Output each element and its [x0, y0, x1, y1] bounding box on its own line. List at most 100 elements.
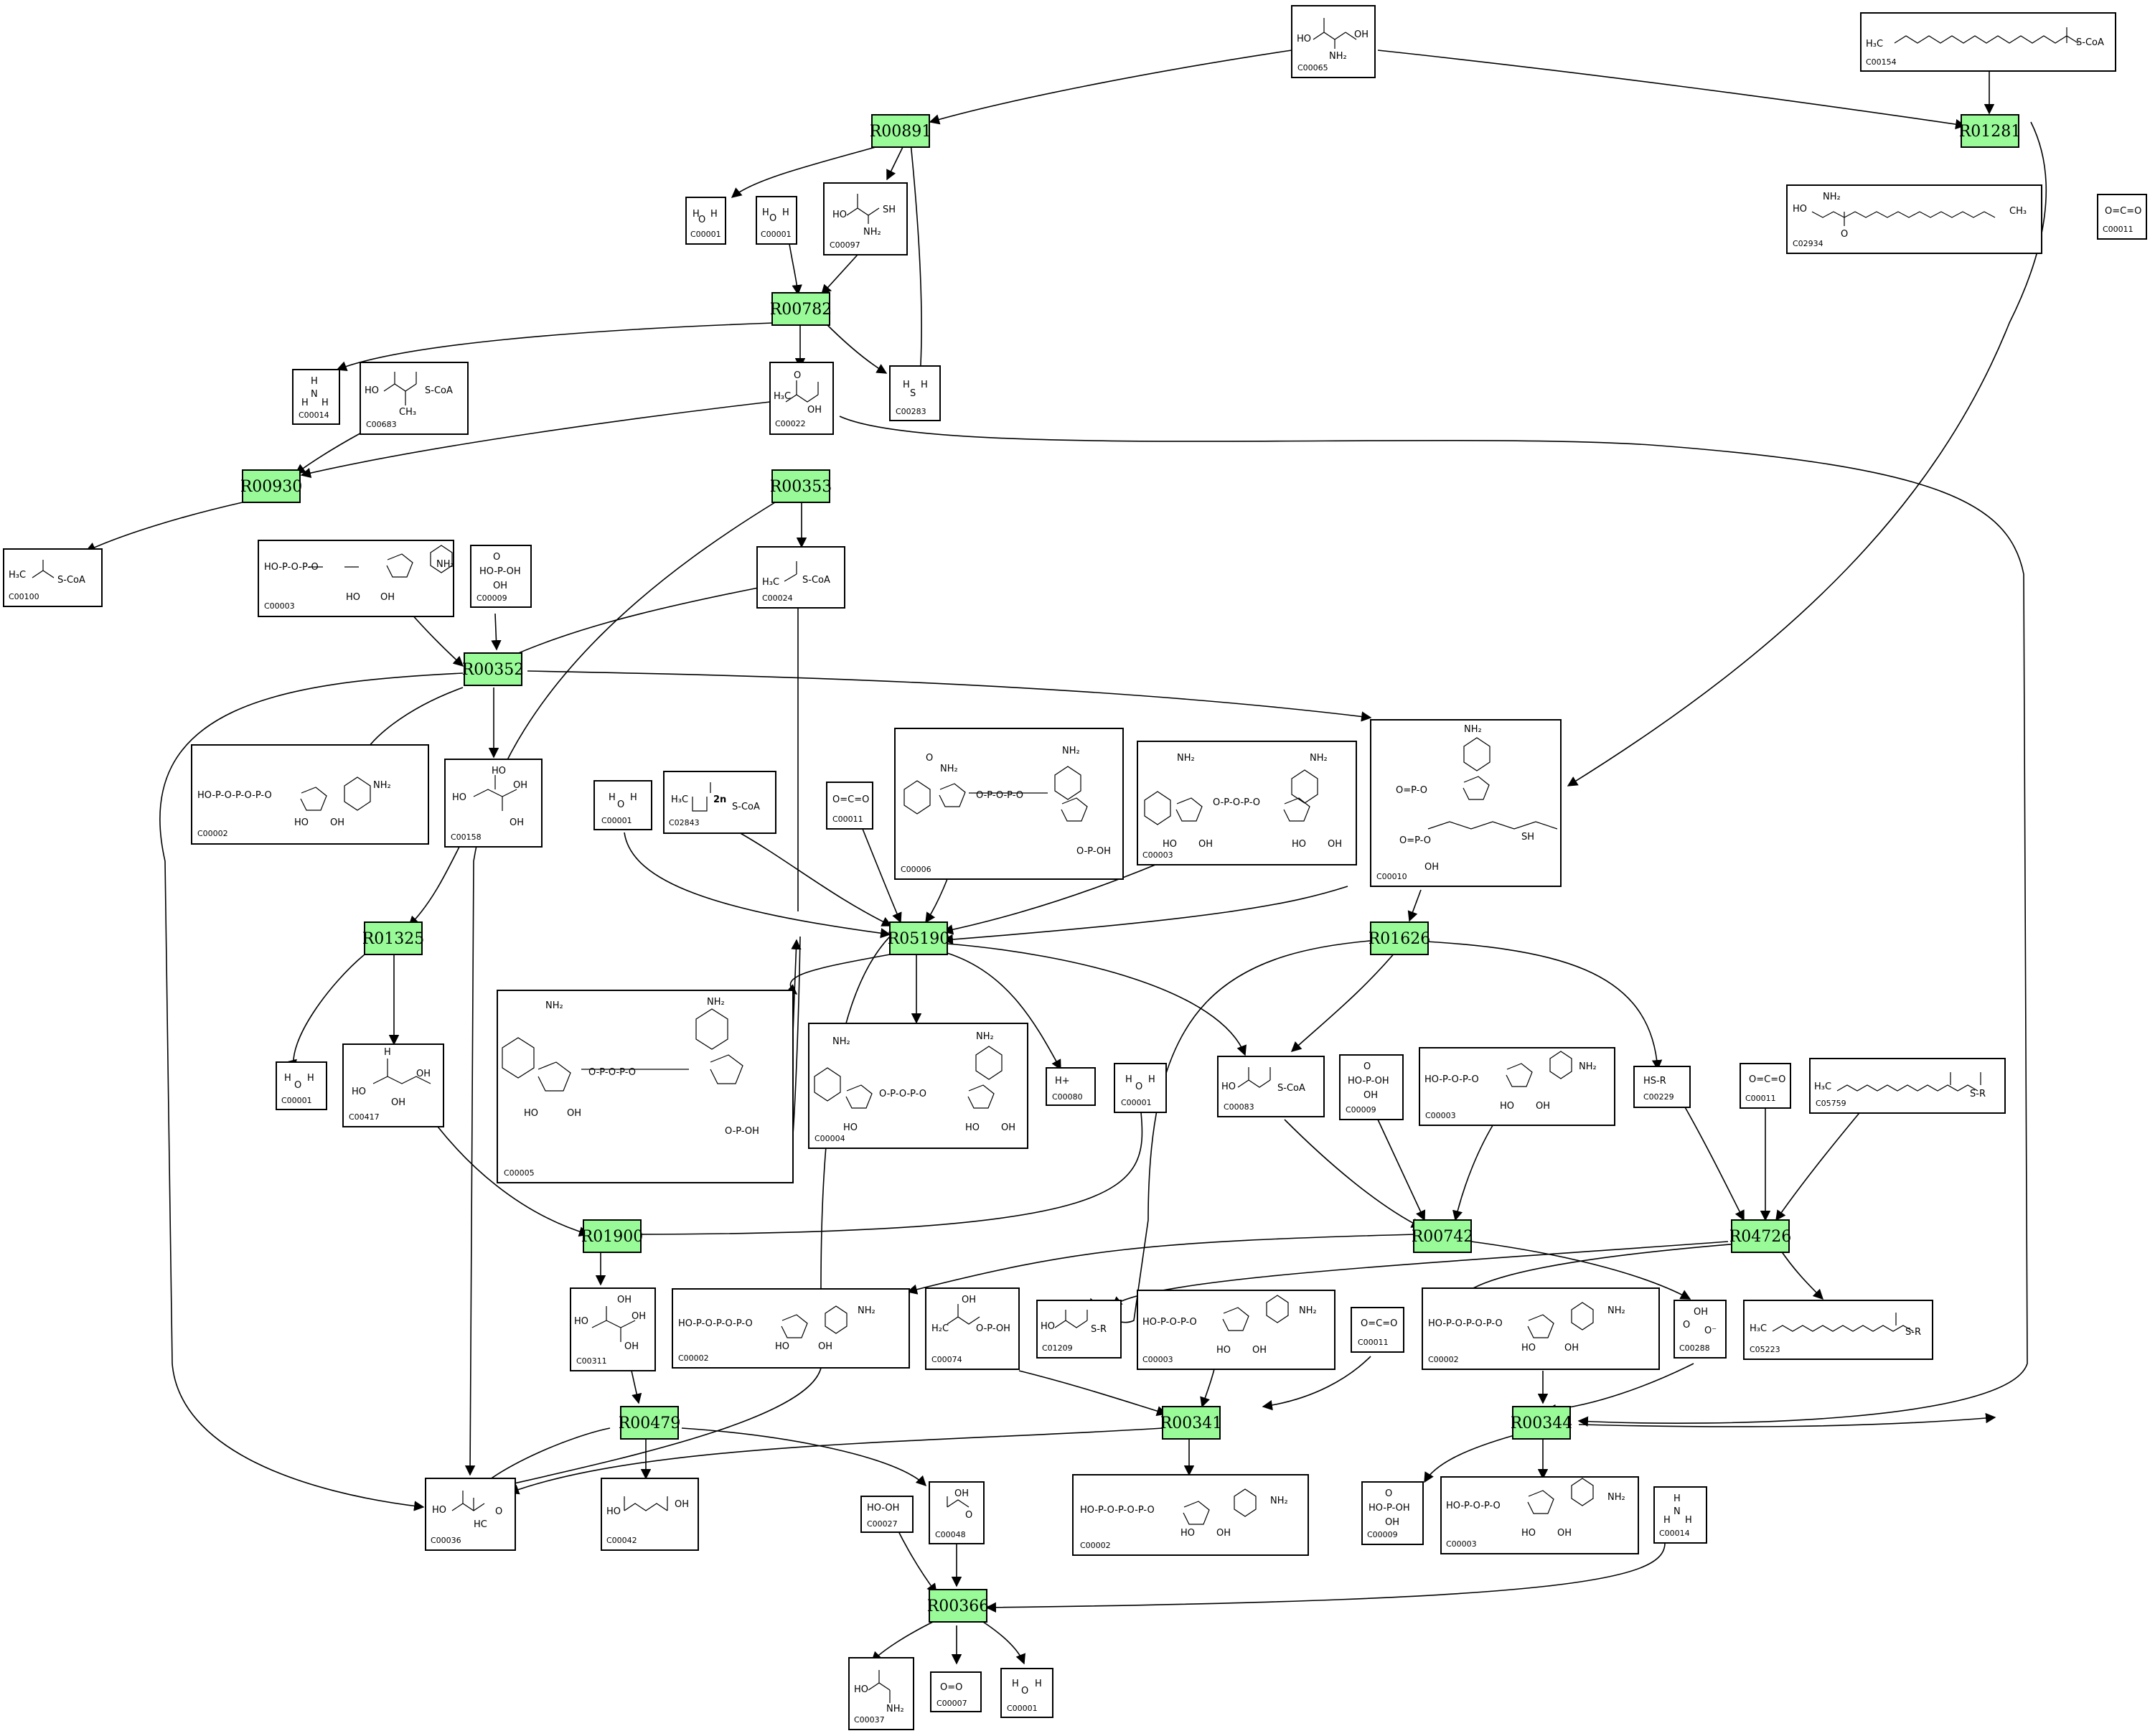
reaction-label: R00352 [462, 661, 525, 679]
svg-text:H: H [630, 792, 637, 803]
reaction-node[interactable]: R04726 [1729, 1219, 1792, 1253]
svg-text:O=P-O: O=P-O [1399, 835, 1431, 846]
compound-node[interactable]: HOH C00001 [1114, 1063, 1167, 1113]
reaction-node[interactable]: R05190 [888, 921, 950, 955]
structure-text: O=C=O [1361, 1318, 1397, 1329]
compound-node[interactable]: HOH C00001 [756, 196, 797, 245]
reaction-node[interactable]: R00479 [619, 1406, 681, 1440]
reaction-node[interactable]: R00366 [927, 1589, 990, 1623]
svg-text:OH: OH [1354, 29, 1369, 40]
compound-node[interactable]: O=C=O C00011 [1351, 1307, 1404, 1353]
reaction-node[interactable]: R00344 [1511, 1406, 1573, 1440]
svg-text:NH₂: NH₂ [1062, 746, 1080, 756]
compound-node[interactable]: HOH C00001 [1000, 1668, 1053, 1718]
reaction-node[interactable]: R00353 [770, 469, 832, 503]
compound-node[interactable]: HO-OH C00027 [860, 1496, 914, 1533]
reaction-node[interactable]: R00352 [462, 652, 525, 686]
compound-node[interactable]: HSH C00283 [889, 365, 941, 421]
svg-text:HO-P-O-P-O-P-O: HO-P-O-P-O-P-O [1428, 1318, 1503, 1329]
reaction-label: R00353 [770, 478, 832, 496]
svg-text:H: H [710, 209, 718, 220]
compound-node[interactable]: HOH C00001 [276, 1061, 327, 1110]
compound-id: C00001 [1007, 1704, 1038, 1713]
compound-node[interactable]: OHO C00048 [929, 1481, 985, 1544]
svg-text:O: O [294, 1080, 301, 1091]
compound-id: C00001 [601, 816, 632, 825]
compound-node[interactable]: O=C=O C00011 [2097, 194, 2147, 240]
reaction-node[interactable]: R00782 [770, 292, 832, 326]
svg-text:HO: HO [452, 792, 466, 803]
compound-node[interactable]: O=C=O C00011 [1740, 1063, 1791, 1109]
reaction-node[interactable]: R01325 [362, 921, 425, 955]
svg-text:HO: HO [843, 1122, 858, 1133]
compound-id: C00006 [901, 865, 931, 874]
reaction-node[interactable]: R00891 [870, 114, 932, 148]
structure-text: HO-P-OH [1369, 1503, 1410, 1514]
reaction-node[interactable]: R01626 [1369, 921, 1431, 955]
svg-text:HO: HO [1041, 1321, 1055, 1332]
reaction-node[interactable]: R00341 [1160, 1406, 1223, 1440]
reaction-node[interactable]: R00930 [240, 469, 303, 503]
svg-text:O=P-O: O=P-O [1396, 785, 1427, 796]
reaction-node[interactable]: R01281 [1959, 114, 2022, 148]
svg-text:HO: HO [294, 817, 309, 828]
reaction-node[interactable]: R01900 [581, 1219, 644, 1253]
svg-text:H: H [1685, 1515, 1692, 1526]
compound-id: C05759 [1816, 1099, 1846, 1108]
compound-id: C00009 [477, 593, 507, 603]
reaction-nodes: R00891 R01281 R00782 R00930 R00353 R0035… [240, 114, 2022, 1623]
compound-node[interactable]: O=C=O C00011 [826, 782, 873, 830]
compound-node[interactable]: HOH C00001 [593, 780, 652, 830]
svg-text:SH: SH [1521, 832, 1534, 843]
svg-text:N: N [1673, 1506, 1681, 1517]
compound-node[interactable]: HS-R C00229 [1633, 1066, 1691, 1108]
compound-node[interactable]: O=O C00007 [930, 1671, 982, 1712]
compound-node[interactable]: H+ C00080 [1046, 1067, 1096, 1106]
reaction-node[interactable]: R00742 [1412, 1219, 1474, 1253]
compound-node[interactable]: HOH C00001 [685, 197, 726, 245]
svg-text:NH₂: NH₂ [1270, 1496, 1288, 1506]
svg-text:O: O [926, 753, 933, 764]
svg-text:OH: OH [513, 780, 527, 791]
structure-text: O=C=O [2105, 206, 2141, 217]
